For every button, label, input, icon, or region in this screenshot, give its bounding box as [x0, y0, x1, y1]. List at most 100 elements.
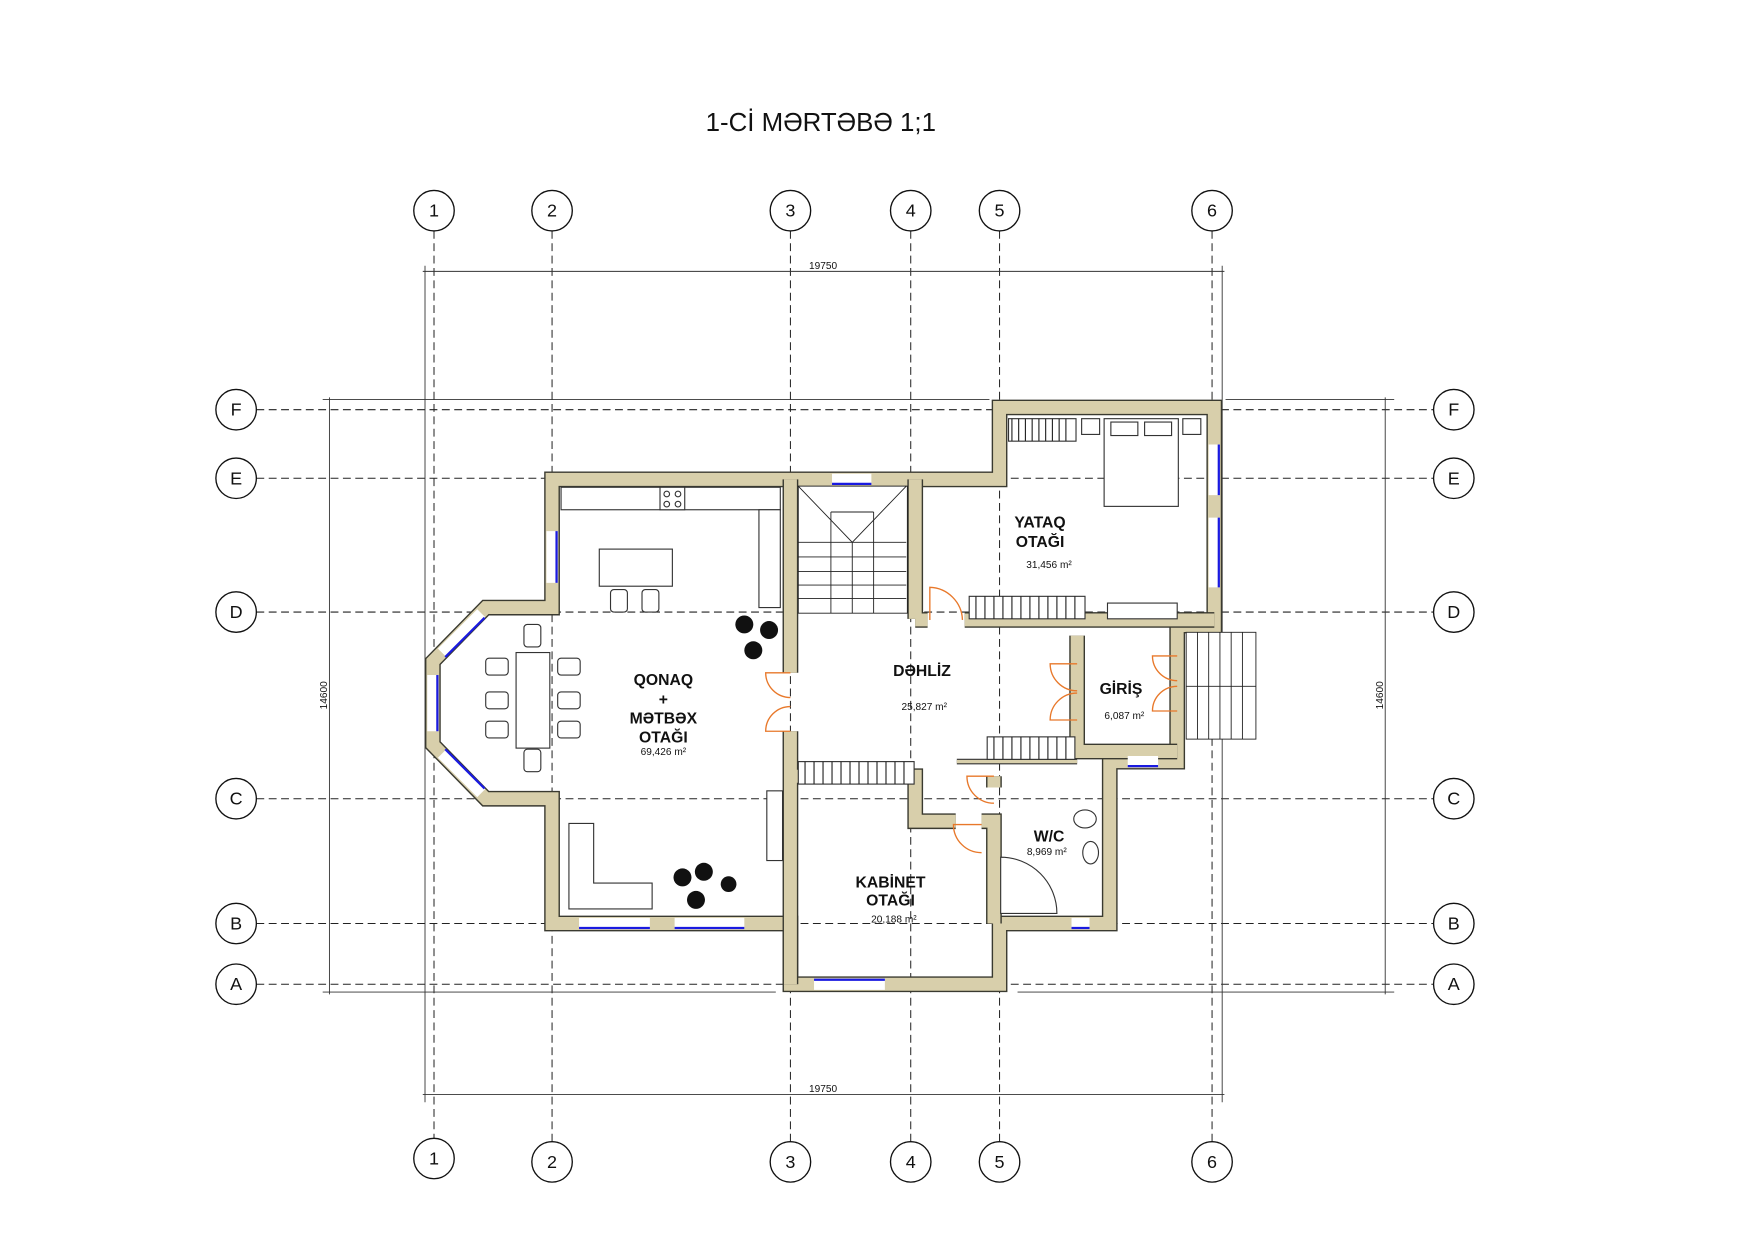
chair	[557, 657, 581, 676]
dimension-left: 14600	[319, 681, 330, 709]
svg-text:KABİNET: KABİNET	[856, 874, 926, 892]
svg-text:6,087 m²: 6,087 m²	[1104, 711, 1145, 722]
svg-text:5: 5	[995, 201, 1005, 221]
window	[1071, 917, 1090, 930]
room-hall: DƏHLİZ 25,827 m²	[893, 662, 951, 713]
door	[929, 586, 964, 620]
svg-text:OTAĞI: OTAĞI	[639, 727, 688, 746]
grid-bubble-2: 2	[531, 189, 573, 232]
grid-bubble-B: B	[215, 902, 258, 945]
furniture	[485, 418, 1202, 914]
window	[814, 978, 885, 990]
grid-bubble-4: 4	[889, 189, 932, 232]
row-markers-right: F E D C B A	[1432, 388, 1475, 1006]
grid-bubble-A: A	[215, 963, 258, 1006]
window	[546, 531, 558, 583]
drawing-title: 1-Cİ MƏRTƏBƏ 1;1	[706, 108, 936, 137]
row-markers-left: F E D C B A	[215, 388, 258, 1006]
grid-bubble-A: A	[1432, 963, 1475, 1006]
svg-text:A: A	[230, 974, 242, 994]
window	[1127, 755, 1159, 768]
wardrobe	[986, 736, 1076, 760]
dimension-bottom: 19750	[809, 1084, 837, 1095]
svg-text:69,426 m²: 69,426 m²	[641, 747, 687, 758]
grid-bubble-3: 3	[769, 1140, 812, 1183]
staircase	[797, 485, 908, 614]
wardrobe	[968, 595, 1086, 620]
window	[1208, 517, 1220, 588]
svg-text:4: 4	[906, 1152, 916, 1172]
svg-text:3: 3	[785, 1152, 795, 1172]
corner-sofa	[568, 822, 653, 910]
grid-bubble-E: E	[215, 457, 258, 500]
grid-bubble-2: 2	[531, 1140, 573, 1183]
bar-stool	[641, 589, 660, 613]
svg-text:20,188 m²: 20,188 m²	[871, 914, 917, 925]
corner-bathtub	[1000, 856, 1058, 914]
windows	[427, 444, 1220, 990]
room-office: KABİNET OTAĞI 20,188 m²	[856, 874, 926, 926]
svg-text:8,969 m²: 8,969 m²	[1027, 847, 1068, 858]
window	[674, 917, 745, 930]
svg-text:OTAĞI: OTAĞI	[866, 891, 915, 910]
svg-text:25,827 m²: 25,827 m²	[901, 702, 947, 713]
window	[1208, 444, 1220, 496]
dimension-lines: 19750 19750 14600 14600	[319, 261, 1395, 1103]
svg-text:A: A	[1448, 974, 1460, 994]
grid-bubble-D: D	[215, 591, 258, 633]
svg-text:F: F	[231, 400, 242, 420]
bar-stool	[609, 589, 628, 613]
svg-text:2: 2	[547, 1152, 557, 1172]
desk	[1106, 602, 1178, 620]
stove-icon	[659, 486, 686, 511]
grid-bubble-E: E	[1432, 457, 1475, 500]
pillow	[1110, 421, 1139, 437]
doors	[765, 586, 1178, 854]
toilet-icon	[1073, 809, 1097, 829]
nightstand	[1182, 418, 1202, 435]
dimension-right: 14600	[1375, 681, 1386, 709]
svg-text:D: D	[230, 602, 243, 622]
svg-text:2: 2	[547, 201, 557, 221]
plant-icon	[673, 615, 779, 909]
svg-text:+: +	[659, 691, 668, 708]
grid-bubble-4: 4	[889, 1140, 932, 1183]
grid-bubble-B: B	[1432, 902, 1475, 945]
double-door	[765, 672, 791, 732]
window	[832, 473, 872, 486]
svg-text:YATAQ: YATAQ	[1014, 515, 1065, 532]
room-wc: W/C 8,969 m²	[1027, 828, 1068, 857]
pillow	[1144, 421, 1173, 437]
chair	[485, 691, 509, 710]
svg-text:C: C	[1447, 789, 1460, 809]
svg-text:5: 5	[995, 1152, 1005, 1172]
chair	[485, 657, 509, 676]
entrance-steps	[1185, 631, 1257, 740]
dining-table	[515, 651, 551, 749]
chair	[485, 720, 509, 739]
grid-bubble-F: F	[1432, 388, 1475, 431]
chair	[523, 748, 542, 773]
svg-text:6: 6	[1207, 1152, 1217, 1172]
svg-text:GİRİŞ: GİRİŞ	[1100, 680, 1143, 698]
chair	[557, 720, 581, 739]
grid-bubble-3: 3	[769, 189, 812, 232]
svg-text:E: E	[1448, 468, 1460, 488]
room-entrance: GİRİŞ 6,087 m²	[1100, 680, 1145, 722]
entrance-double-door	[1151, 655, 1178, 712]
svg-text:6: 6	[1207, 201, 1217, 221]
room-bedroom: YATAQ OTAĞI 31,456 m²	[1014, 515, 1072, 571]
grid-bubble-C: C	[215, 777, 258, 820]
tv-stand	[766, 790, 784, 862]
grid-bubble-C: C	[1432, 777, 1475, 820]
grid-bubble-6: 6	[1191, 1140, 1233, 1183]
window	[427, 675, 439, 732]
door	[952, 823, 982, 854]
svg-text:W/C: W/C	[1034, 828, 1065, 845]
room-living-kitchen: QONAQ + MƏTBƏX OTAĞI 69,426 m²	[630, 672, 698, 758]
svg-text:D: D	[1447, 602, 1460, 622]
svg-text:4: 4	[906, 201, 916, 221]
chair	[557, 691, 581, 710]
svg-text:3: 3	[785, 201, 795, 221]
